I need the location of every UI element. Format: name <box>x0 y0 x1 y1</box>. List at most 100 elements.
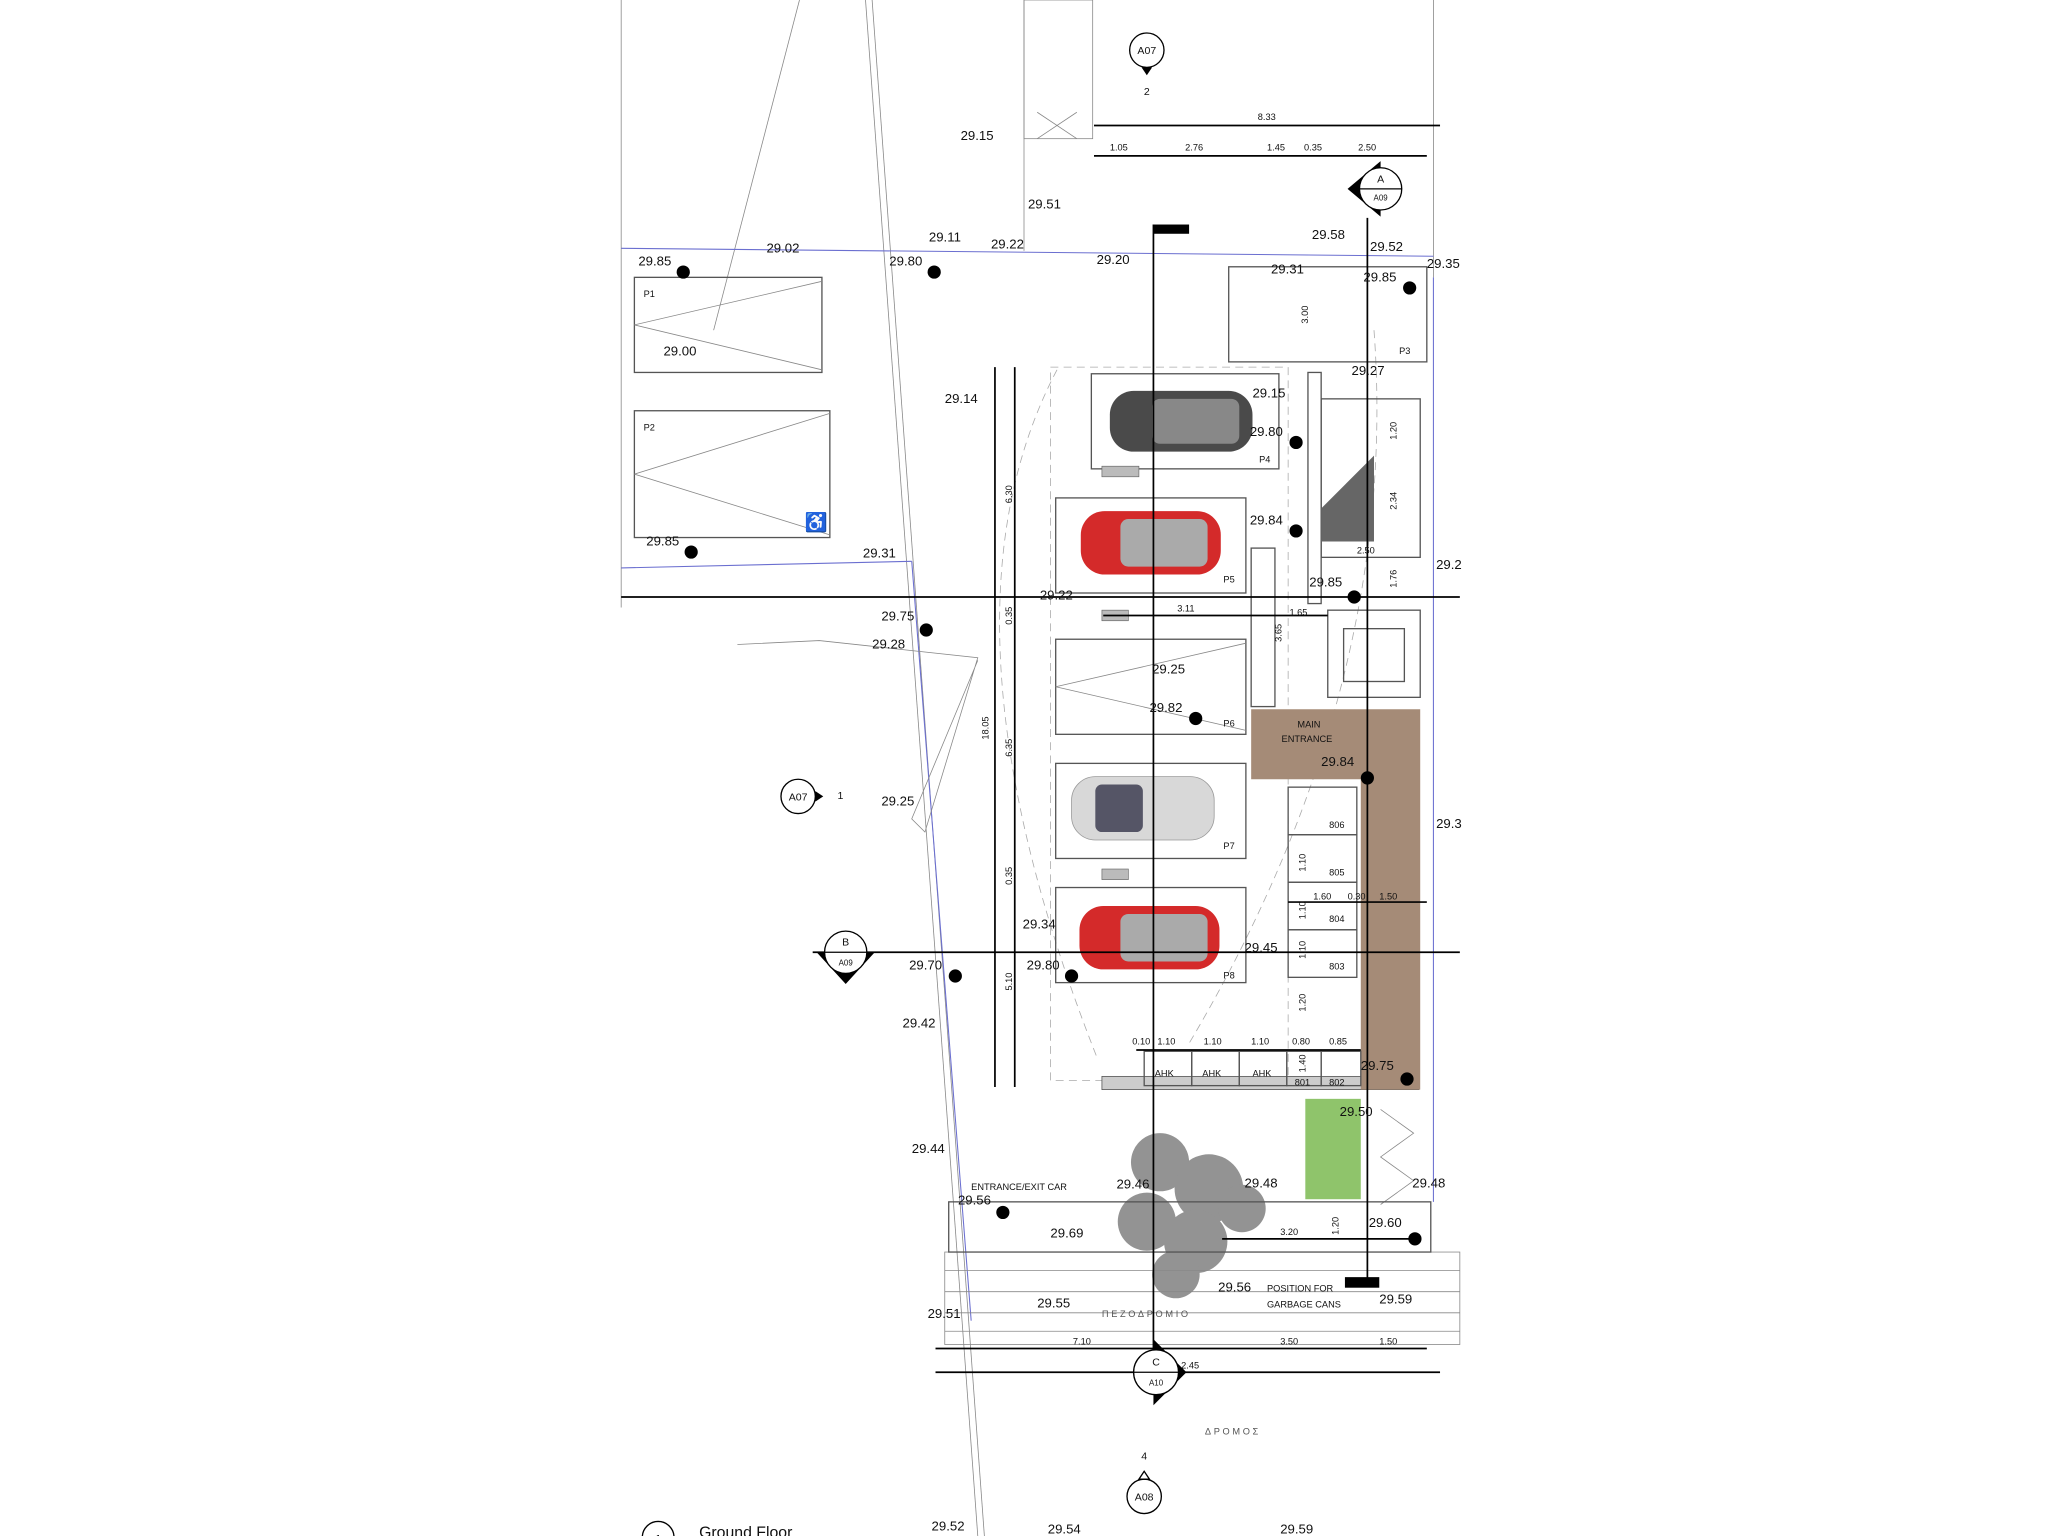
spot-elevation: 29.35 <box>1427 256 1460 271</box>
spot-elevation: 29.80 <box>1250 424 1283 439</box>
dimension-label: 5.10 <box>1004 973 1014 991</box>
sidewalk-label: ΠΕΖΟΔΡΟΜΙΟ <box>1102 1309 1191 1319</box>
unit-label: 804 <box>1329 914 1344 924</box>
spot-elevation: 29.52 <box>932 1519 965 1534</box>
spot-elevation: 29.75 <box>1361 1058 1394 1073</box>
spot-elevation: 29.25 <box>1152 662 1185 677</box>
storage-label: AHK <box>1155 1068 1175 1078</box>
spot-elevation: 29.84 <box>1250 512 1283 527</box>
spot-elevation: 29.51 <box>1028 197 1061 212</box>
svg-text:A07: A07 <box>1137 45 1156 57</box>
tree-icon <box>1117 1133 1266 1299</box>
dimension-labels: 8.33 1.05 2.76 1.45 0.35 2.50 3.00 1.20 … <box>980 112 1398 1370</box>
elevation-marker-top: A07 2 <box>1128 32 1165 98</box>
dimension-label: 2.45 <box>1181 1360 1199 1370</box>
svg-text:1: 1 <box>837 790 843 802</box>
spot-elevation: 29.84 <box>1321 754 1354 769</box>
svg-text:A09: A09 <box>1374 194 1389 203</box>
spot-elevation: 29.80 <box>1027 957 1060 972</box>
spot-elevation: 29.58 <box>1312 227 1345 242</box>
main-entrance-label: ENTRANCE <box>1282 734 1333 744</box>
dimension-label: 1.10 <box>1297 901 1307 919</box>
spot-elevation: 29.82 <box>1149 700 1182 715</box>
spot-elevation: 29.34 <box>1023 916 1056 931</box>
car-p8 <box>1079 906 1220 970</box>
main-entrance-label: MAIN <box>1297 720 1320 730</box>
spot-elevation: 29.85 <box>646 533 679 548</box>
spot-elevation: 29.52 <box>1370 239 1403 254</box>
svg-text:A07: A07 <box>789 791 808 803</box>
elevation-marker-bottom: A08 4 <box>1126 1450 1163 1515</box>
spot-elevation: 29.15 <box>961 128 994 143</box>
dimension-label: 0.80 <box>1292 1037 1310 1047</box>
storage-label: AHK <box>1252 1068 1272 1078</box>
spot-elevations: 29.15 29.51 29.11 29.22 29.02 29.85 29.8… <box>638 128 1461 1536</box>
svg-text:2: 2 <box>1144 86 1150 98</box>
dimension-label: 0.35 <box>1004 867 1014 885</box>
dimension-label: 1.50 <box>1379 891 1397 901</box>
dimension-label: 18.05 <box>980 716 990 739</box>
spot-elevation: 29.85 <box>1363 269 1396 284</box>
unit-label: 805 <box>1329 868 1344 878</box>
dimension-label: 3.20 <box>1280 1227 1298 1237</box>
dimension-label: 1.76 <box>1388 570 1398 588</box>
dimension-label: 3.65 <box>1274 624 1284 642</box>
spot-elevation: 29.45 <box>1245 940 1278 955</box>
dimension-label: 1.10 <box>1157 1037 1175 1047</box>
dimension-label: 1.50 <box>1379 1336 1397 1346</box>
spot-elevation: 29.54 <box>1048 1521 1081 1536</box>
spot-elevation: 29.2 <box>1436 557 1462 572</box>
parking-label: P2 <box>644 423 655 433</box>
spot-elevation: 29.59 <box>1280 1521 1313 1536</box>
drawing-title: 1 Ground Floor <box>641 1520 793 1536</box>
spot-elevation: 29.50 <box>1340 1104 1373 1119</box>
parking-label: P6 <box>1223 718 1234 728</box>
site-context-lines <box>620 0 1434 1536</box>
svg-text:1: 1 <box>654 1532 661 1536</box>
parking-label: P7 <box>1223 841 1234 851</box>
dimension-label: 6.30 <box>1004 485 1014 503</box>
storage-label: AHK <box>1202 1068 1222 1078</box>
spot-elevation: 29.11 <box>929 230 961 245</box>
dimension-label: 8.33 <box>1258 112 1276 122</box>
spot-elevation: 29.56 <box>1218 1280 1251 1295</box>
spot-elevation: 29.31 <box>1271 261 1304 276</box>
dimension-label: 3.11 <box>1177 603 1194 613</box>
dimension-label: 1.10 <box>1297 941 1307 959</box>
svg-text:A10: A10 <box>1149 1378 1164 1387</box>
spot-elevation: 29.3 <box>1436 816 1462 831</box>
road-label: ΔΡΟΜΟΣ <box>1205 1426 1261 1436</box>
building-core <box>1143 266 1428 1205</box>
spot-elevation: 29.80 <box>889 253 922 268</box>
parking-label: P8 <box>1223 971 1234 981</box>
planter <box>1305 1098 1361 1200</box>
dimension-label: 2.34 <box>1388 492 1398 510</box>
spot-elevation: 29.85 <box>638 253 671 268</box>
dimension-label: 0.10 <box>1132 1037 1150 1047</box>
spot-elevation: 29.85 <box>1309 574 1342 589</box>
spot-elevation: 29.55 <box>1037 1296 1070 1311</box>
dimension-label: 1.65 <box>1289 607 1307 617</box>
dimension-label: 1.10 <box>1251 1037 1269 1047</box>
drawing-title-text: Ground Floor <box>699 1524 793 1536</box>
section-marker-b: B A09 <box>816 930 875 984</box>
sidewalk-paving <box>944 224 1461 1345</box>
spot-elevation: 29.75 <box>881 609 914 624</box>
dimension-label: 1.60 <box>1313 891 1331 901</box>
section-marker-a: A A09 <box>1347 161 1403 217</box>
parking-label: P4 <box>1259 454 1270 464</box>
svg-text:4: 4 <box>1141 1450 1147 1462</box>
spot-elevation: 29.56 <box>958 1192 991 1207</box>
accessible-parking-icon: ♿ <box>805 511 828 533</box>
spot-elevation: 29.60 <box>1369 1215 1402 1230</box>
svg-text:A: A <box>1377 173 1385 185</box>
dimension-label: 3.50 <box>1280 1336 1298 1346</box>
car-p4 <box>1109 390 1253 452</box>
parking-bays-left: ♿ <box>633 276 831 539</box>
car-entrance-label: ENTRANCE/EXIT CAR <box>971 1182 1067 1192</box>
dimension-label: 2.50 <box>1357 545 1375 555</box>
svg-text:C: C <box>1152 1357 1160 1369</box>
spot-elevation: 29.42 <box>902 1016 935 1031</box>
svg-text:A09: A09 <box>839 958 854 967</box>
